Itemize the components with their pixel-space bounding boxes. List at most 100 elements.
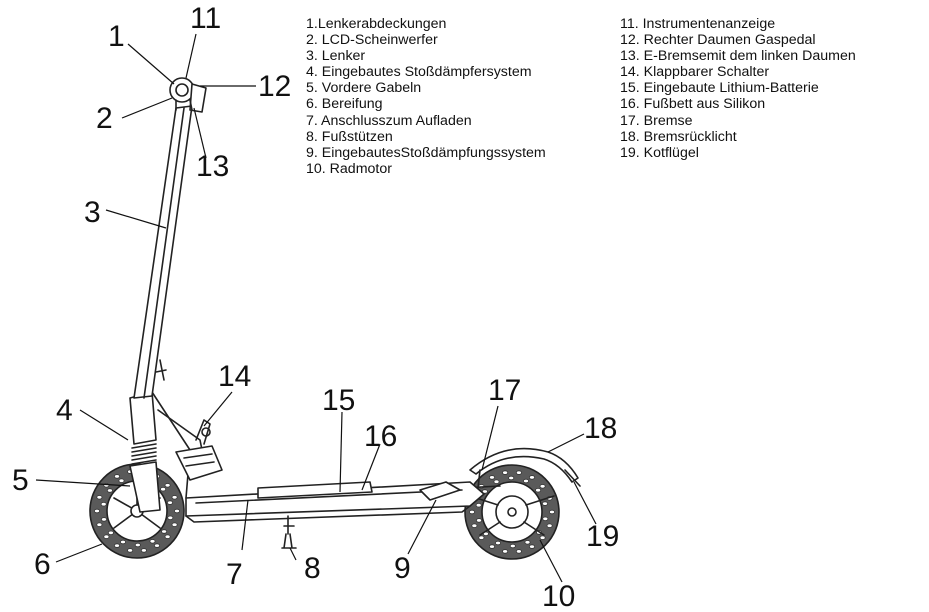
tread-hole — [529, 544, 536, 549]
callout-5: 5 — [12, 464, 29, 497]
tread-hole — [96, 522, 103, 527]
tread-hole — [118, 478, 125, 483]
kickstand — [281, 515, 297, 549]
callout-4: 4 — [56, 394, 73, 427]
callout-11: 11 — [190, 2, 221, 35]
tread-hole — [529, 475, 536, 480]
tread-hole — [471, 523, 478, 528]
tread-hole — [509, 543, 516, 549]
tread-hole — [167, 515, 174, 520]
tread-hole — [173, 508, 180, 514]
tread-hole — [494, 540, 501, 546]
legend-item: 14. Klappbarer Schalter — [620, 64, 770, 81]
legend-item: 4. Eingebautes Stoßdämpfersystem — [306, 64, 532, 81]
callout-12: 12 — [258, 70, 291, 103]
tread-hole — [524, 540, 531, 545]
tread-hole — [160, 487, 167, 492]
legend-item: 6. Bereifung — [306, 96, 383, 113]
legend-item: 1.Lenkerabdeckungen — [306, 16, 447, 32]
tread-hole — [100, 502, 107, 507]
legend-item: 2. LCD-Scheinwerfer — [306, 32, 438, 49]
tread-hole — [488, 475, 495, 480]
tread-hole — [171, 495, 178, 500]
tread-hole — [106, 488, 113, 493]
tread-hole — [475, 503, 482, 508]
tread-hole — [134, 542, 141, 548]
tread-hole — [475, 518, 482, 523]
tread-hole — [94, 508, 101, 514]
tread-hole — [96, 495, 103, 500]
tread-hole — [164, 534, 171, 539]
tread-hole — [523, 478, 530, 484]
tread-hole — [535, 488, 542, 493]
callout-17: 17 — [488, 374, 521, 407]
callout-15: 15 — [322, 384, 355, 417]
legend-item: 18. Bremsrücklicht — [620, 128, 737, 145]
legend-item: 19. Kotflügel — [620, 144, 699, 161]
callout-16: 16 — [364, 420, 397, 453]
callout-9: 9 — [394, 552, 411, 585]
callout-10: 10 — [542, 580, 575, 612]
tread-hole — [539, 484, 546, 489]
tread-hole — [542, 501, 549, 506]
tread-hole — [546, 523, 553, 528]
tread-hole — [149, 539, 156, 544]
rear-wheel — [464, 464, 560, 560]
legend-item: 3. Lenker — [306, 48, 366, 65]
tread-hole — [140, 548, 147, 553]
legend-item: 8. Fußstützen — [306, 128, 393, 145]
legend-item: 7. Anschlusszum Aufladen — [306, 112, 472, 129]
legend-item: 12. Rechter Daumen Gaspedal — [620, 32, 816, 49]
legend-item: 10. Radmotor — [306, 160, 392, 177]
tread-hole — [478, 535, 485, 540]
tread-hole — [468, 509, 475, 515]
tread-hole — [107, 530, 114, 535]
tread-hole — [171, 522, 178, 527]
legend-item: 15. Eingebaute Lithium-Batterie — [620, 80, 819, 97]
tread-hole — [101, 517, 108, 522]
folding-joint — [175, 419, 223, 481]
handlebar-head — [169, 77, 207, 113]
callout-14: 14 — [218, 360, 251, 393]
tread-hole — [114, 543, 121, 548]
callout-numbers: 1 11 12 2 13 3 14 4 15 16 17 18 5 19 6 7… — [12, 2, 619, 612]
callout-3: 3 — [84, 196, 101, 229]
callout-19: 19 — [586, 520, 619, 553]
tread-hole — [542, 516, 549, 521]
tread-hole — [153, 543, 160, 548]
tread-hole — [515, 470, 522, 475]
callout-8: 8 — [304, 552, 321, 585]
legend-item: 9. EingebautesStoßdämpfungssystem — [306, 144, 546, 161]
callout-7: 7 — [226, 558, 243, 591]
steering-stem — [133, 105, 193, 399]
legend-item: 16. Fußbett aus Silikon — [620, 96, 766, 113]
tread-hole — [166, 500, 173, 505]
legend-item: 13. E-Bremsemit dem linken Daumen — [620, 48, 856, 65]
callout-2: 2 — [96, 102, 113, 135]
front-fork — [129, 391, 207, 513]
callout-18: 18 — [584, 412, 617, 445]
legend-item: 5. Vordere Gabeln — [306, 80, 422, 97]
tread-hole — [120, 539, 127, 545]
tread-hole — [539, 535, 546, 540]
tread-hole — [493, 479, 500, 484]
tread-hole — [127, 548, 134, 553]
tread-hole — [164, 483, 171, 488]
legend-item: 11. Instrumentenanzeige — [620, 16, 776, 32]
leader-lines — [35, 33, 597, 583]
tread-hole — [161, 529, 168, 534]
tread-hole — [114, 474, 121, 479]
tread-hole — [508, 475, 515, 481]
legend-item: 17. Bremse — [620, 112, 693, 129]
tread-hole — [515, 549, 522, 554]
tread-hole — [103, 534, 110, 539]
tread-hole — [488, 544, 495, 549]
deck — [185, 481, 485, 523]
callout-13: 13 — [196, 150, 229, 183]
callout-1: 1 — [108, 20, 125, 53]
tread-hole — [502, 549, 509, 554]
tread-hole — [549, 509, 556, 515]
